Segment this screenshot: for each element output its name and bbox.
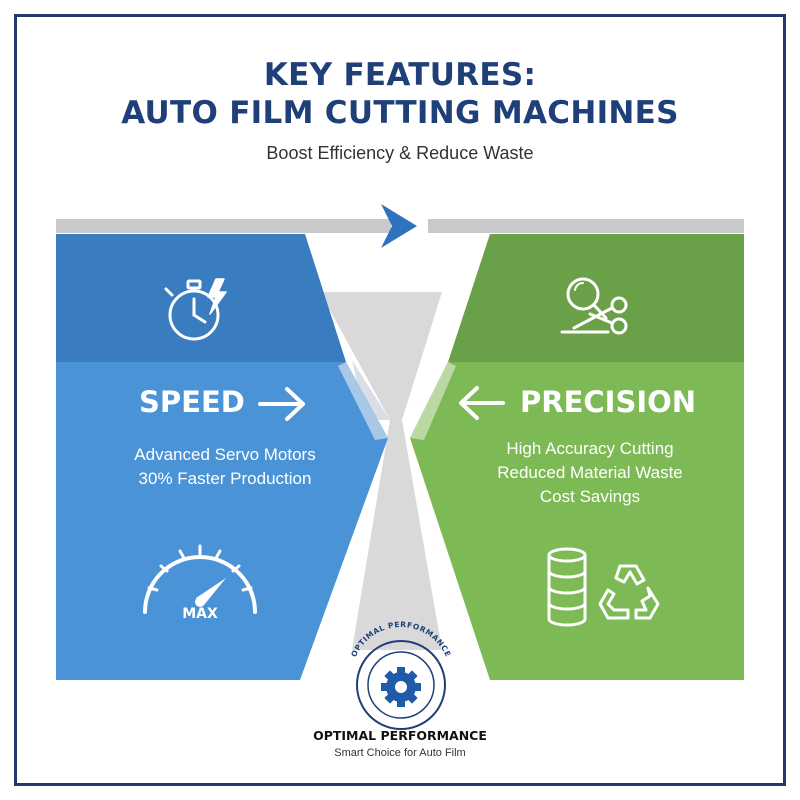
subtitle: Boost Efficiency & Reduce Waste bbox=[266, 143, 534, 163]
speed-panel-fold bbox=[338, 362, 388, 440]
precision-panel-fold bbox=[410, 362, 456, 440]
speed-feature-item: 30% Faster Production bbox=[138, 469, 312, 488]
speed-feature-item: Advanced Servo Motors bbox=[134, 445, 316, 464]
speed-panel-bottom bbox=[56, 362, 388, 680]
footer-subtitle: Smart Choice for Auto Film bbox=[334, 747, 466, 759]
arrow-right-icon bbox=[258, 387, 305, 421]
speed-panel bbox=[56, 234, 388, 680]
precision-panel bbox=[410, 234, 744, 680]
speed-panel-top bbox=[56, 234, 346, 362]
center-hourglass bbox=[320, 292, 442, 650]
top-bar-right bbox=[428, 219, 744, 233]
precision-features: High Accuracy Cutting Reduced Material W… bbox=[460, 437, 720, 509]
speed-label: SPEED bbox=[139, 385, 245, 419]
gauge-max-text: MAX bbox=[182, 606, 218, 622]
title-line-1: KEY FEATURES: bbox=[263, 57, 537, 93]
magnifier-scissors-icon bbox=[560, 277, 628, 335]
speed-features: Advanced Servo Motors 30% Faster Product… bbox=[80, 443, 370, 491]
footer-title: OPTIMAL PERFORMANCE bbox=[313, 728, 487, 743]
gear-icon bbox=[381, 667, 421, 707]
title-line-2: AUTO FILM CUTTING MACHINES bbox=[121, 95, 679, 131]
precision-label: PRECISION bbox=[520, 385, 697, 419]
recycle-icon bbox=[598, 564, 660, 620]
arrow-left-icon bbox=[459, 386, 505, 420]
precision-panel-bottom bbox=[410, 362, 744, 680]
center-shadow-left bbox=[352, 360, 390, 420]
precision-feature-item: Cost Savings bbox=[539, 487, 641, 506]
speedometer-icon bbox=[143, 544, 257, 614]
top-chevron-icon bbox=[381, 204, 417, 248]
top-bar-left bbox=[56, 219, 391, 233]
precision-feature-item: Reduced Material Waste bbox=[497, 463, 683, 482]
precision-feature-item: High Accuracy Cutting bbox=[506, 439, 674, 458]
film-roll-stack-icon bbox=[547, 547, 587, 627]
stopwatch-lightning-icon bbox=[164, 278, 227, 341]
